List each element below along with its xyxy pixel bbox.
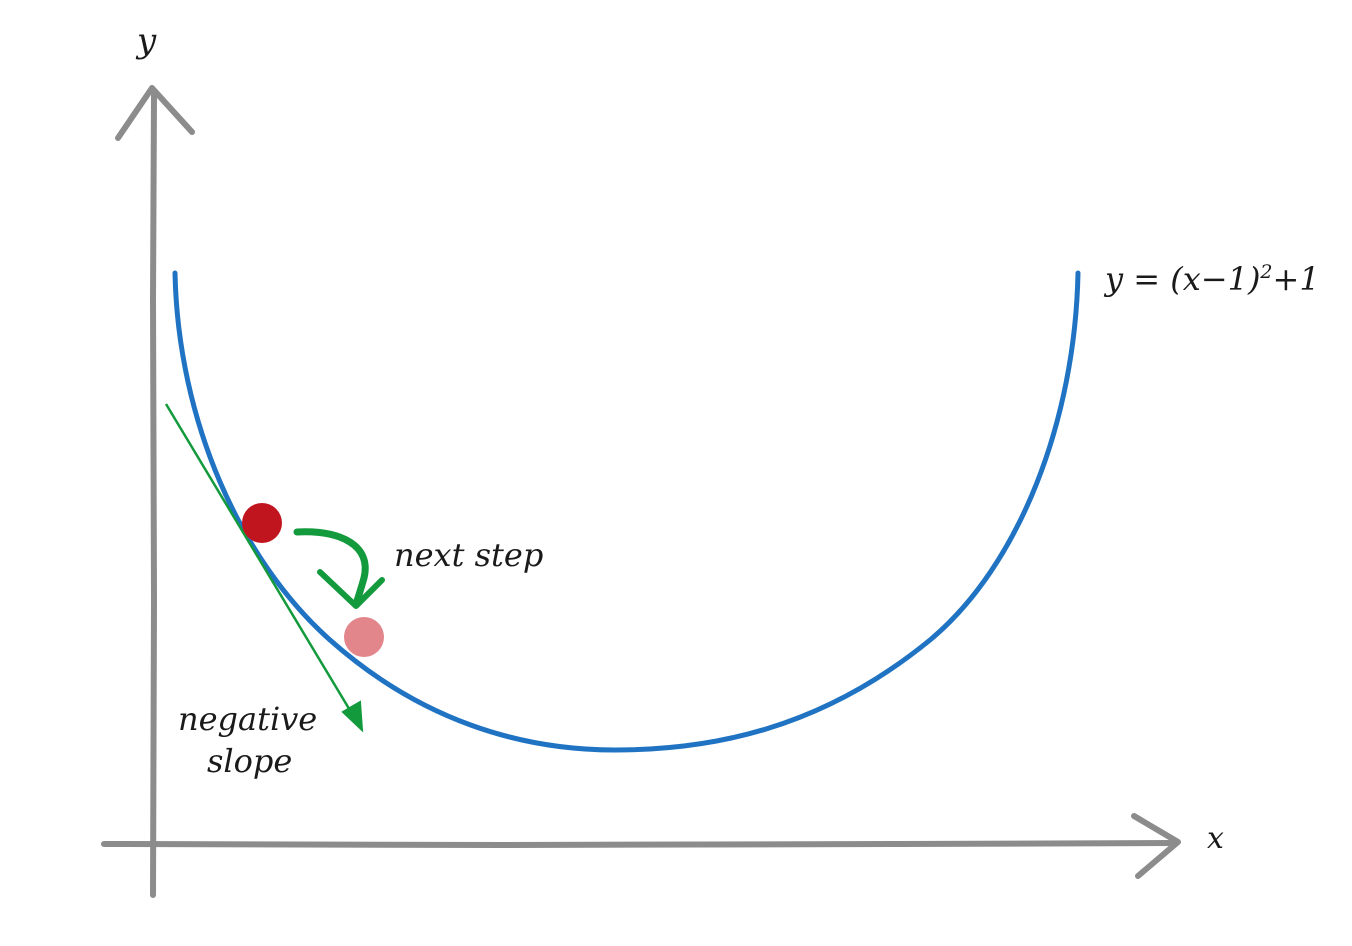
next-step-arrow [293,528,369,608]
equation-suffix: +1 [1273,260,1320,298]
x-axis [101,840,1179,848]
current-point [242,503,282,543]
equation-prefix: y = (x−1) [1103,260,1260,298]
y-axis-label: y [135,21,157,61]
equation-exponent: 2 [1259,261,1272,283]
y-axis [150,92,157,898]
next-step-label: next step [394,536,543,574]
x-axis-arrowhead [1131,813,1181,879]
parabola-curve [172,270,1081,753]
y-axis-arrowhead [115,85,195,141]
negative-slope-label-line1: negative [178,700,317,738]
curve-equation: y = (x−1)2+1 [1103,260,1320,298]
next-step-arrowhead [317,569,385,609]
tangent-arrowhead [341,700,364,733]
negative-slope-label-line2: slope [207,742,292,780]
x-axis-label: x [1207,821,1224,856]
next-step-point [344,617,384,657]
tangent-line [164,403,359,723]
